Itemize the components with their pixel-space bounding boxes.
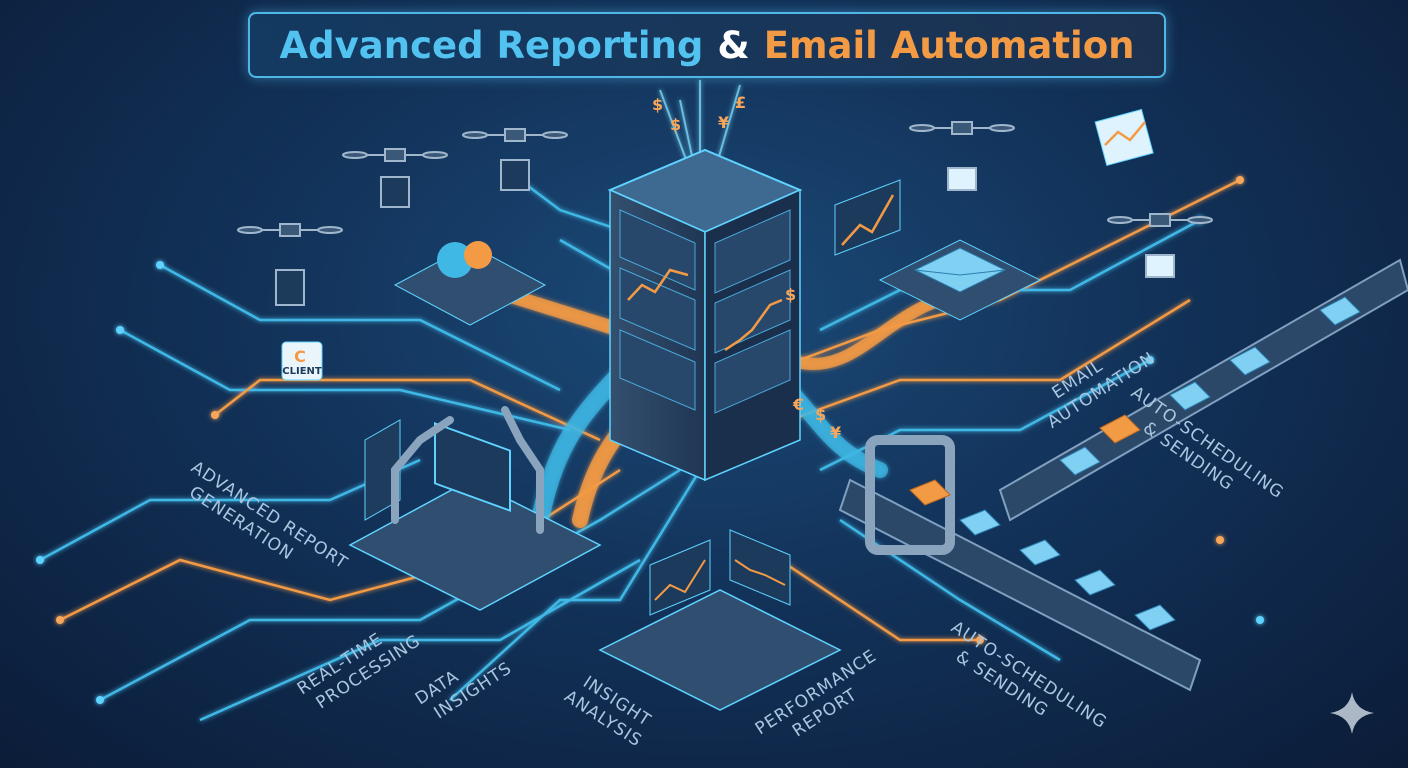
svg-text:$: $ bbox=[785, 285, 796, 304]
floating-chart bbox=[834, 108, 1154, 256]
client-label: CLIENT bbox=[282, 366, 322, 377]
title-part-reporting: Advanced Reporting bbox=[279, 23, 704, 67]
currency-symbols: $ ¥ £ $ € $ ¥ $ bbox=[652, 93, 841, 442]
title-ampersand: & bbox=[717, 23, 750, 67]
svg-text:£: £ bbox=[735, 93, 746, 112]
client-sign: CLIENT C bbox=[281, 341, 323, 381]
analysis-workstation bbox=[598, 529, 842, 711]
report-workstation bbox=[348, 406, 602, 611]
server-tower bbox=[607, 148, 803, 482]
conveyor-lower bbox=[838, 435, 1202, 692]
drones bbox=[237, 121, 1213, 306]
conveyor-upper bbox=[998, 258, 1408, 522]
svg-text:¥: ¥ bbox=[718, 113, 729, 132]
page-title: Advanced Reporting & Email Automation bbox=[248, 12, 1166, 78]
svg-text:$: $ bbox=[652, 95, 663, 114]
cloud-platform bbox=[393, 241, 547, 326]
sparkle-icon bbox=[1330, 692, 1374, 734]
svg-text:€: € bbox=[792, 395, 804, 414]
circuit-lines bbox=[39, 178, 1241, 722]
svg-text:C: C bbox=[294, 347, 306, 366]
svg-text:¥: ¥ bbox=[830, 423, 841, 442]
svg-text:$: $ bbox=[670, 115, 681, 134]
svg-text:$: $ bbox=[815, 405, 826, 424]
email-platform bbox=[878, 239, 1042, 321]
title-part-email: Email Automation bbox=[763, 23, 1135, 67]
